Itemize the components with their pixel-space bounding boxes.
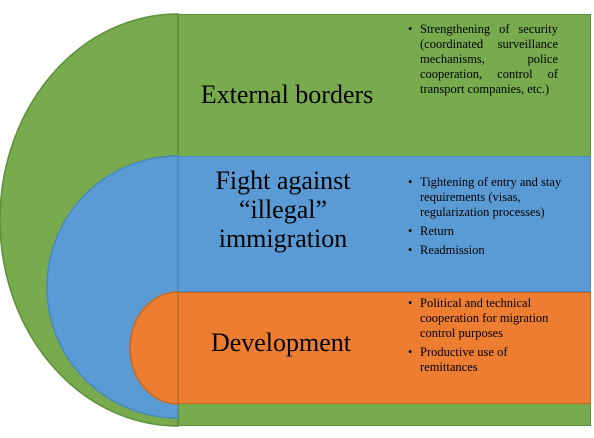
bullet-item: Readmission — [408, 243, 566, 258]
bullet-item: Strengthening of security (coordinated s… — [408, 22, 558, 97]
bullets-illegal-immigration: Tightening of entry and stay requirement… — [408, 175, 566, 262]
bullet-item: Productive use of remittances — [408, 345, 566, 375]
bullet-item: Return — [408, 224, 566, 239]
bullet-item: Political and technical cooperation for … — [408, 296, 566, 341]
title-development: Development — [210, 328, 352, 357]
bullet-item: Tightening of entry and stay requirement… — [408, 175, 566, 220]
inner-orange-arc — [129, 291, 179, 405]
bullets-external-borders: Strengthening of security (coordinated s… — [408, 22, 558, 101]
bullets-development: Political and technical cooperation for … — [408, 296, 566, 379]
title-external-borders: External borders — [200, 80, 374, 109]
title-illegal-immigration: Fight against “illegal” immigration — [215, 166, 351, 254]
